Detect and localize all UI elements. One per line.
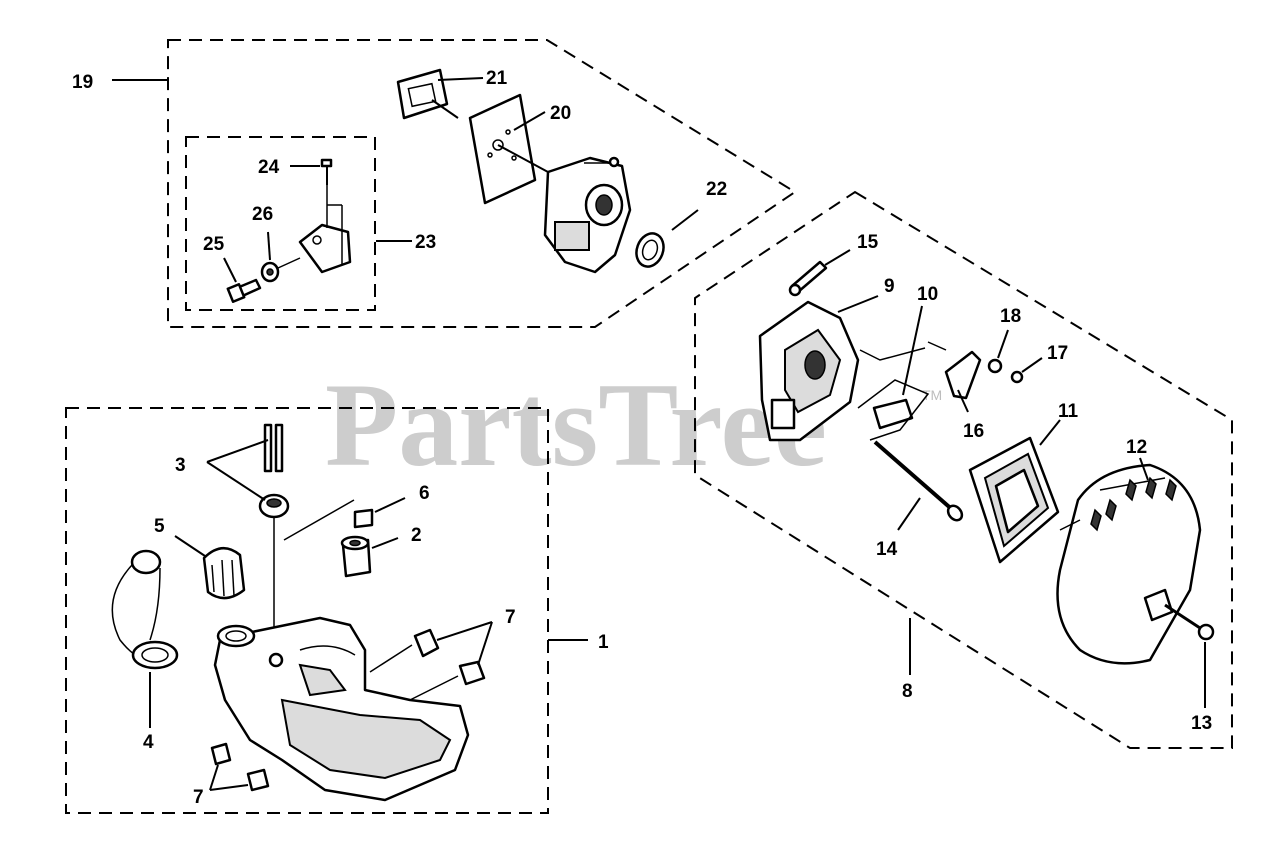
part-6-clip[interactable] [353, 497, 406, 529]
callout-5: 5 [154, 516, 165, 537]
callout-21: 21 [486, 68, 508, 89]
carburetor-body[interactable] [497, 144, 632, 274]
callout-18: 18 [1000, 306, 1021, 327]
group-boundary-23 [185, 136, 376, 311]
part-16-cam[interactable] [927, 341, 982, 413]
callout-26: 26 [252, 204, 273, 225]
watermark-trademark: TM [922, 387, 942, 403]
callout-15: 15 [857, 232, 879, 253]
callout-2: 2 [411, 525, 422, 546]
fuel-tank-assembly-group [65, 407, 588, 814]
group-boundary-1 [65, 407, 549, 814]
callout-12: 12 [1126, 437, 1147, 458]
part-24-screw[interactable] [320, 158, 343, 265]
callout-8: 8 [902, 681, 913, 702]
part-17-screw[interactable] [1010, 357, 1043, 384]
callout-11: 11 [1058, 401, 1079, 422]
part-20-spacer-plate[interactable] [468, 93, 537, 205]
part-21-gasket[interactable] [396, 68, 459, 120]
callout-6: 6 [419, 483, 430, 504]
part-14-bolt[interactable] [873, 440, 965, 531]
callout-4: 4 [143, 732, 154, 753]
group-boundary-8 [694, 190, 1233, 749]
part-5-fuel-cap[interactable] [174, 535, 246, 600]
callout-16: 16 [963, 421, 984, 442]
callout-10: 10 [917, 284, 938, 305]
part-15-lever[interactable] [788, 249, 851, 297]
part-12-filter-cover[interactable] [1056, 457, 1202, 665]
callout-1: 1 [598, 632, 609, 653]
fuel-tank[interactable] [213, 616, 470, 802]
callout-7-lower: 7 [193, 787, 204, 808]
part-22-ring[interactable] [632, 230, 668, 271]
callout-22: 22 [706, 179, 727, 200]
part-13-screw[interactable] [1164, 603, 1215, 708]
group-boundary-19 [167, 39, 797, 328]
part-11-filter-element[interactable] [968, 419, 1061, 564]
part-3-fuel-line[interactable] [206, 423, 290, 640]
callout-13: 13 [1191, 713, 1212, 734]
part-18-washer[interactable] [987, 329, 1009, 374]
callout-23: 23 [415, 232, 436, 253]
callout-17: 17 [1047, 343, 1068, 364]
part-26-washer[interactable] [260, 257, 301, 283]
callout-14: 14 [876, 539, 898, 560]
part-2-fuel-filter[interactable] [283, 499, 399, 578]
callout-7-upper: 7 [505, 607, 516, 628]
watermark: PartsTree [325, 358, 827, 491]
part-25-bolt[interactable] [226, 278, 262, 303]
part-10-choke-plate[interactable] [857, 305, 930, 441]
callout-20: 20 [550, 103, 571, 124]
engine-housing-group [694, 190, 1233, 749]
callout-3: 3 [175, 455, 186, 476]
part-7-clips-upper[interactable] [369, 621, 493, 701]
part-23-bracket[interactable] [298, 223, 352, 274]
part-9-air-filter-base[interactable] [758, 295, 879, 442]
part-4-cap-retainer[interactable] [111, 549, 179, 728]
callout-25: 25 [203, 234, 225, 255]
part-7-feet-lower[interactable] [209, 742, 270, 792]
callout-24: 24 [258, 157, 280, 178]
carburetor-assembly-group [112, 39, 797, 328]
callout-9: 9 [884, 276, 895, 297]
callout-19: 19 [72, 72, 93, 93]
